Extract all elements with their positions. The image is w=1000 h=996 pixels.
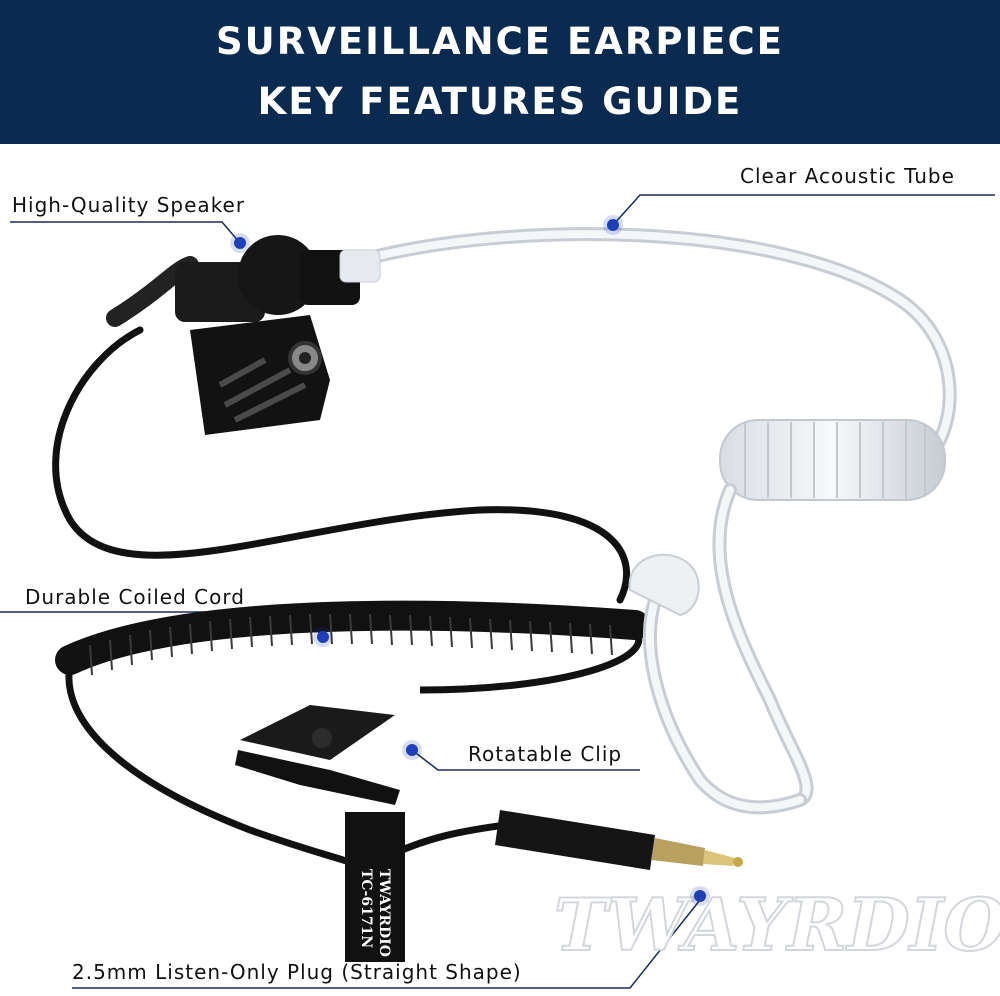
tag-brand-text: TWAYRDIO [376,869,392,957]
rotatable-clip [235,705,400,805]
tag-model-text: TC-6171N [358,869,374,949]
title-line-2: KEY FEATURES GUIDE [257,80,743,123]
cable [52,326,631,604]
label-rotatable-clip: Rotatable Clip [468,742,623,766]
plug-callout-dot [694,890,706,902]
earpiece-drawing: TWAYRDIO [0,194,1000,989]
coiled-cord [55,600,650,874]
title-line-1: SURVEILLANCE EARPIECE [216,20,784,63]
label-high-quality-speaker: High-Quality Speaker [12,193,246,217]
tube-callout-dot [607,219,619,231]
product-tag [345,812,405,962]
label-durable-coiled-cord: Durable Coiled Cord [25,585,245,609]
label-clear-acoustic-tube: Clear Acoustic Tube [740,164,955,188]
watermark-logo: TWAYRDIO [554,882,1000,967]
product-illustration: TWAYRDIO [0,144,1000,996]
speaker-callout-dot [234,237,246,249]
listen-only-plug [495,810,743,870]
cord-callout-dot [317,631,329,643]
clip-callout-dot [406,744,418,756]
label-listen-only-plug: 2.5mm Listen-Only Plug (Straight Shape) [72,960,522,984]
speaker-module [106,235,360,435]
acoustic-tube [339,227,957,815]
title-banner: SURVEILLANCE EARPIECE KEY FEATURES GUIDE [0,0,1000,144]
